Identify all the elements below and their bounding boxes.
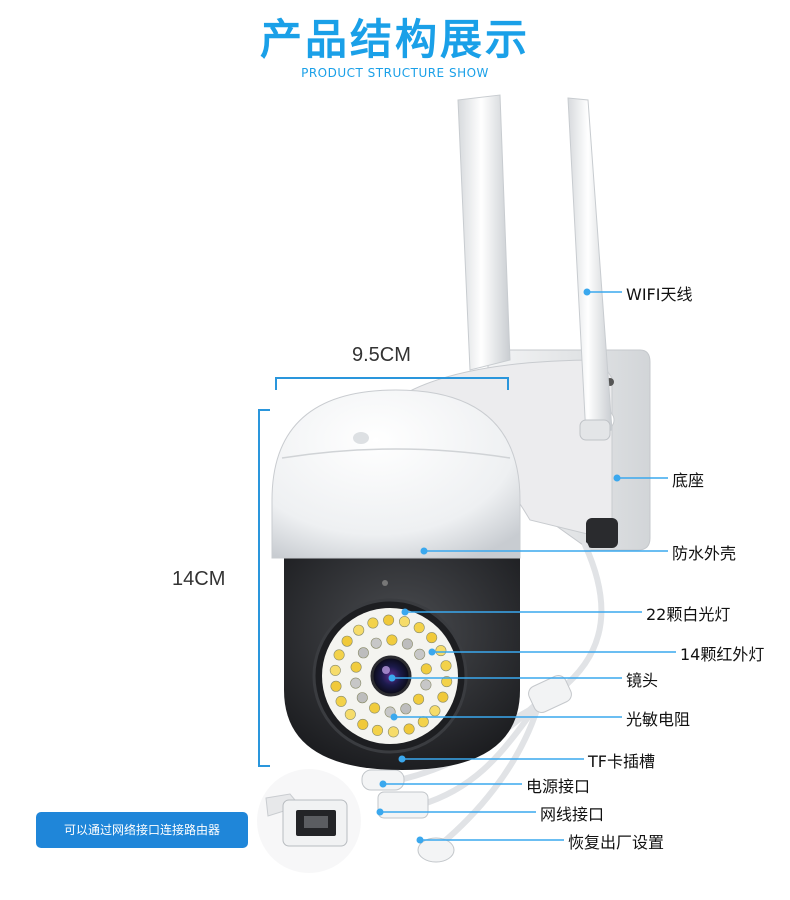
label-network-port: 网线接口 [540,805,605,824]
led [398,616,410,628]
led [330,680,342,692]
led [335,695,347,707]
led-array [329,614,453,738]
led [429,705,441,717]
led [386,634,398,646]
led [356,692,368,704]
reset-button [417,837,455,863]
label-power-port: 电源接口 [526,777,591,796]
height-dimension-label: 14CM [172,568,226,590]
width-dimension-line [275,377,509,390]
router-note-badge: 可以通过网络接口连接路由器 [36,812,248,848]
led [401,638,413,650]
led [367,617,379,629]
label-shell: 防水外壳 [672,544,737,563]
lens-highlight [382,666,390,674]
dome-seam [281,448,511,459]
led [435,645,447,657]
page-subtitle: PRODUCT STRUCTURE SHOW [301,66,489,80]
led [333,649,345,661]
camera-dome [271,389,521,559]
led [357,647,369,659]
callout-lines [380,291,676,841]
width-dimension-label: 9.5CM [352,344,411,366]
network-connector [377,791,429,819]
page-title: 产品结构展示 [259,15,530,64]
led [417,716,429,728]
dome-light-sensor [353,432,369,444]
led [350,661,362,673]
label-antenna: WIFI天线 [626,285,693,304]
led [329,664,341,676]
base-foot [586,518,618,548]
led [353,624,365,636]
indicator-dot [382,580,388,586]
cable-splitter [528,674,572,714]
label-ir-light: 14颗红外灯 [680,645,765,664]
cable-branch-network [417,697,543,808]
led [414,648,426,660]
antenna-joint [579,419,611,441]
label-photoresistor: 光敏电阻 [626,710,691,729]
label-tf-slot: TF卡插槽 [588,752,655,771]
led [437,691,449,703]
cable-branch-reset [437,697,543,848]
callout-dots [376,288,621,844]
led [369,702,381,714]
led [350,677,362,689]
label-lens: 镜头 [626,671,659,690]
label-reset: 恢复出厂设置 [568,833,665,852]
led [440,660,452,672]
led [371,724,383,736]
led [357,718,369,730]
led [420,679,432,691]
led [344,708,356,720]
led [370,637,382,649]
label-white-light: 22颗白光灯 [646,605,731,624]
led [426,632,438,644]
led [387,726,399,738]
led [413,622,425,634]
led [420,663,432,675]
led [341,635,353,647]
height-dimension-line [258,409,270,767]
led [413,693,425,705]
label-base: 底座 [672,471,705,490]
led [400,703,412,715]
led [441,676,453,688]
power-connector [361,769,405,791]
led [403,723,415,735]
network-connector-closeup [257,769,361,873]
led [383,614,395,626]
right-antenna [567,97,613,437]
left-antenna [457,94,511,371]
